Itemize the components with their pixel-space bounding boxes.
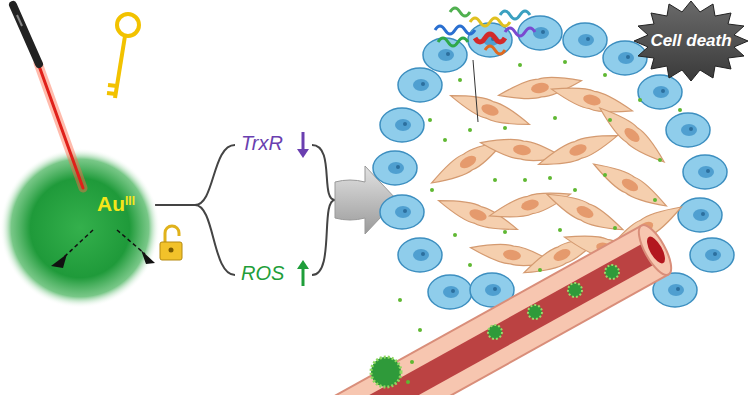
up-arrow	[297, 260, 309, 286]
node-text: Cell death	[650, 31, 731, 50]
gold-nanoparticle: AuIII	[5, 150, 155, 300]
blood-vessel	[340, 221, 677, 395]
padlock-icon	[160, 226, 182, 260]
gold-nanoparticle-shape	[5, 150, 155, 300]
cell-death-burst: Cell death	[632, 0, 750, 82]
text-group: Cell death	[650, 31, 731, 51]
text-group: AuIII	[97, 192, 135, 216]
superscript-text: III	[125, 194, 135, 208]
protein-structure	[435, 8, 535, 122]
down-arrow	[297, 132, 309, 158]
node-text: Au	[97, 192, 125, 215]
ros-label: ROS	[241, 262, 284, 285]
fibroblast-cells	[427, 72, 686, 282]
flow-lines	[155, 145, 335, 275]
enzyme-label: TrxR	[241, 132, 283, 155]
